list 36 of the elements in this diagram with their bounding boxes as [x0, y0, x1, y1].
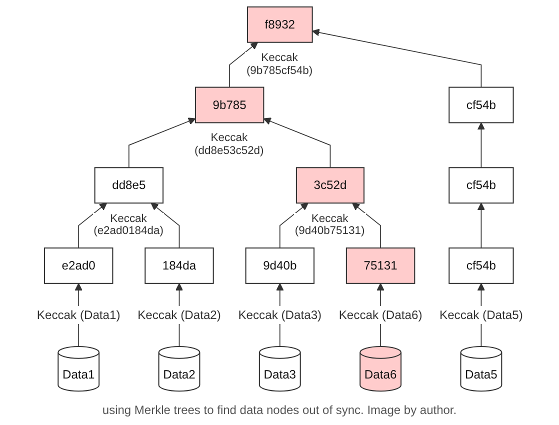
hash-box: 3c52d [296, 167, 364, 204]
hash-box: 75131 [346, 247, 415, 284]
hash-box: cf54b [448, 86, 514, 124]
hash-label: Keccak (9d40b75131) [294, 212, 366, 238]
arrow [262, 118, 330, 168]
hash-label: Keccak (dd8e53c52d) [194, 132, 265, 158]
hash-box: dd8e5 [94, 167, 164, 204]
arrow [312, 28, 482, 88]
arrow [477, 122, 485, 168]
edge-label: Keccak (Data1) [36, 306, 120, 324]
edge-label: Keccak (Data2) [137, 306, 221, 324]
hash-box: 9b785 [194, 86, 264, 124]
hash-box: cf54b [448, 247, 514, 284]
arrow [150, 202, 180, 248]
hash-label: Keccak (e2ad0184da) [92, 212, 164, 238]
arrow [78, 202, 107, 248]
database-cylinder: Data6 [359, 346, 402, 392]
edge-label: Keccak (Data3) [238, 306, 322, 324]
edge-label: Keccak (Data6) [338, 306, 422, 324]
database-cylinder: Data3 [258, 346, 300, 392]
hash-box: 184da [144, 247, 214, 284]
arrow [128, 118, 196, 168]
hash-box: cf54b [448, 167, 514, 204]
caption: using Merkle trees to find data nodes out of sync. Image by author. [102, 402, 457, 419]
hash-box: 9d40b [244, 247, 314, 284]
database-cylinder: Data2 [158, 346, 200, 392]
arrow [352, 202, 381, 248]
edge-label: Keccak (Data5) [439, 306, 522, 324]
database-cylinder: Data5 [460, 346, 502, 392]
hash-label: Keccak (9b785cf54b) [245, 52, 314, 78]
arrow [279, 202, 308, 248]
database-cylinder: Data1 [57, 346, 100, 392]
arrow [228, 42, 258, 88]
hash-box: f8932 [246, 6, 312, 43]
hash-box: e2ad0 [44, 247, 113, 284]
arrow [477, 202, 485, 248]
